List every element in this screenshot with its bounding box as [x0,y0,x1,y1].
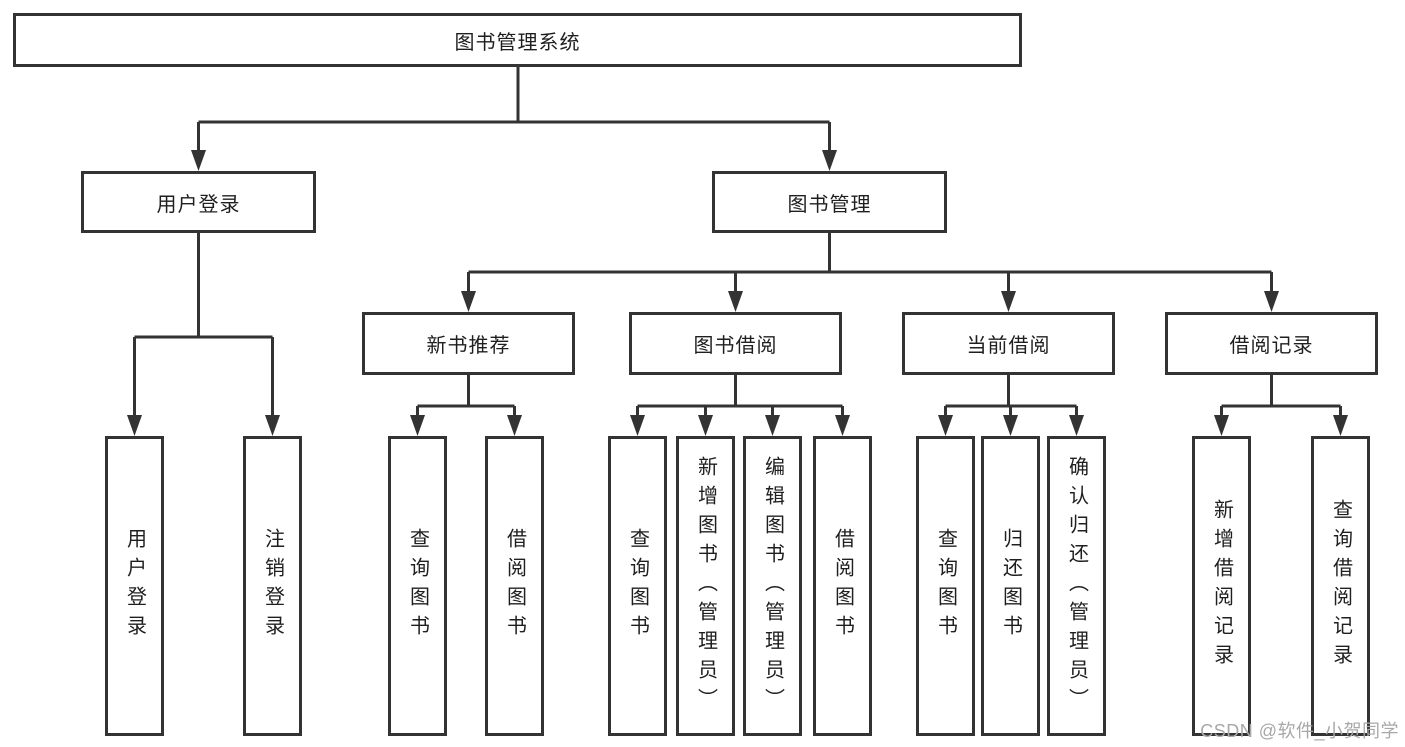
node-borrow-records-label: 借阅记录 [1229,335,1314,357]
node-user-login-label: 用户登录 [156,193,241,216]
node-current-borrow-label: 当前借阅 [966,335,1051,357]
leaf-query-books-recommend: 查询图书 [388,436,447,736]
node-book-management: 图书管理 [712,171,947,233]
node-borrow-records: 借阅记录 [1165,312,1378,375]
node-new-book-recommend: 新书推荐 [362,312,575,375]
node-book-borrow: 图书借阅 [629,312,842,375]
leaf-return-books: 归还图书 [981,436,1040,736]
leaf-borrow-books-recommend: 借阅图书 [485,436,544,736]
leaf-edit-books-admin: 编辑图书（管理员） [743,436,802,736]
leaf-borrow-books-label: 借阅图书 [831,528,854,644]
leaf-logout-label: 注销登录 [261,528,284,644]
leaf-add-books-admin-label: 新增图书（管理员） [694,455,717,717]
leaf-confirm-return-admin: 确认归还（管理员） [1047,436,1106,736]
leaf-add-borrow-record: 新增借阅记录 [1192,436,1251,736]
node-root-system: 图书管理系统 [13,13,1022,67]
leaf-borrow-books: 借阅图书 [813,436,872,736]
leaf-add-books-admin: 新增图书（管理员） [676,436,735,736]
leaf-user-login: 用户登录 [105,436,164,736]
leaf-query-books-current-label: 查询图书 [934,528,957,644]
leaf-borrow-books-recommend-label: 借阅图书 [503,528,526,644]
leaf-query-borrow-record-label: 查询借阅记录 [1329,499,1352,673]
node-book-management-label: 图书管理 [787,193,872,216]
leaf-add-borrow-record-label: 新增借阅记录 [1210,499,1233,673]
leaf-edit-books-admin-label: 编辑图书（管理员） [761,455,784,717]
leaf-confirm-return-admin-label: 确认归还（管理员） [1065,455,1088,717]
leaf-return-books-label: 归还图书 [999,528,1022,644]
node-user-login: 用户登录 [81,171,316,233]
leaf-query-books-current: 查询图书 [916,436,975,736]
leaf-query-books-recommend-label: 查询图书 [406,528,429,644]
node-current-borrow: 当前借阅 [902,312,1115,375]
leaf-query-books-borrow: 查询图书 [608,436,667,736]
csdn-watermark: CSDN @软件_小贺同学 [1200,721,1399,741]
leaf-query-books-borrow-label: 查询图书 [626,528,649,644]
node-root-label: 图书管理系统 [454,31,581,54]
node-book-borrow-label: 图书借阅 [693,335,778,357]
leaf-query-borrow-record: 查询借阅记录 [1311,436,1370,736]
leaf-logout: 注销登录 [243,436,302,736]
node-new-book-recommend-label: 新书推荐 [426,335,511,357]
leaf-user-login-label: 用户登录 [123,528,146,644]
